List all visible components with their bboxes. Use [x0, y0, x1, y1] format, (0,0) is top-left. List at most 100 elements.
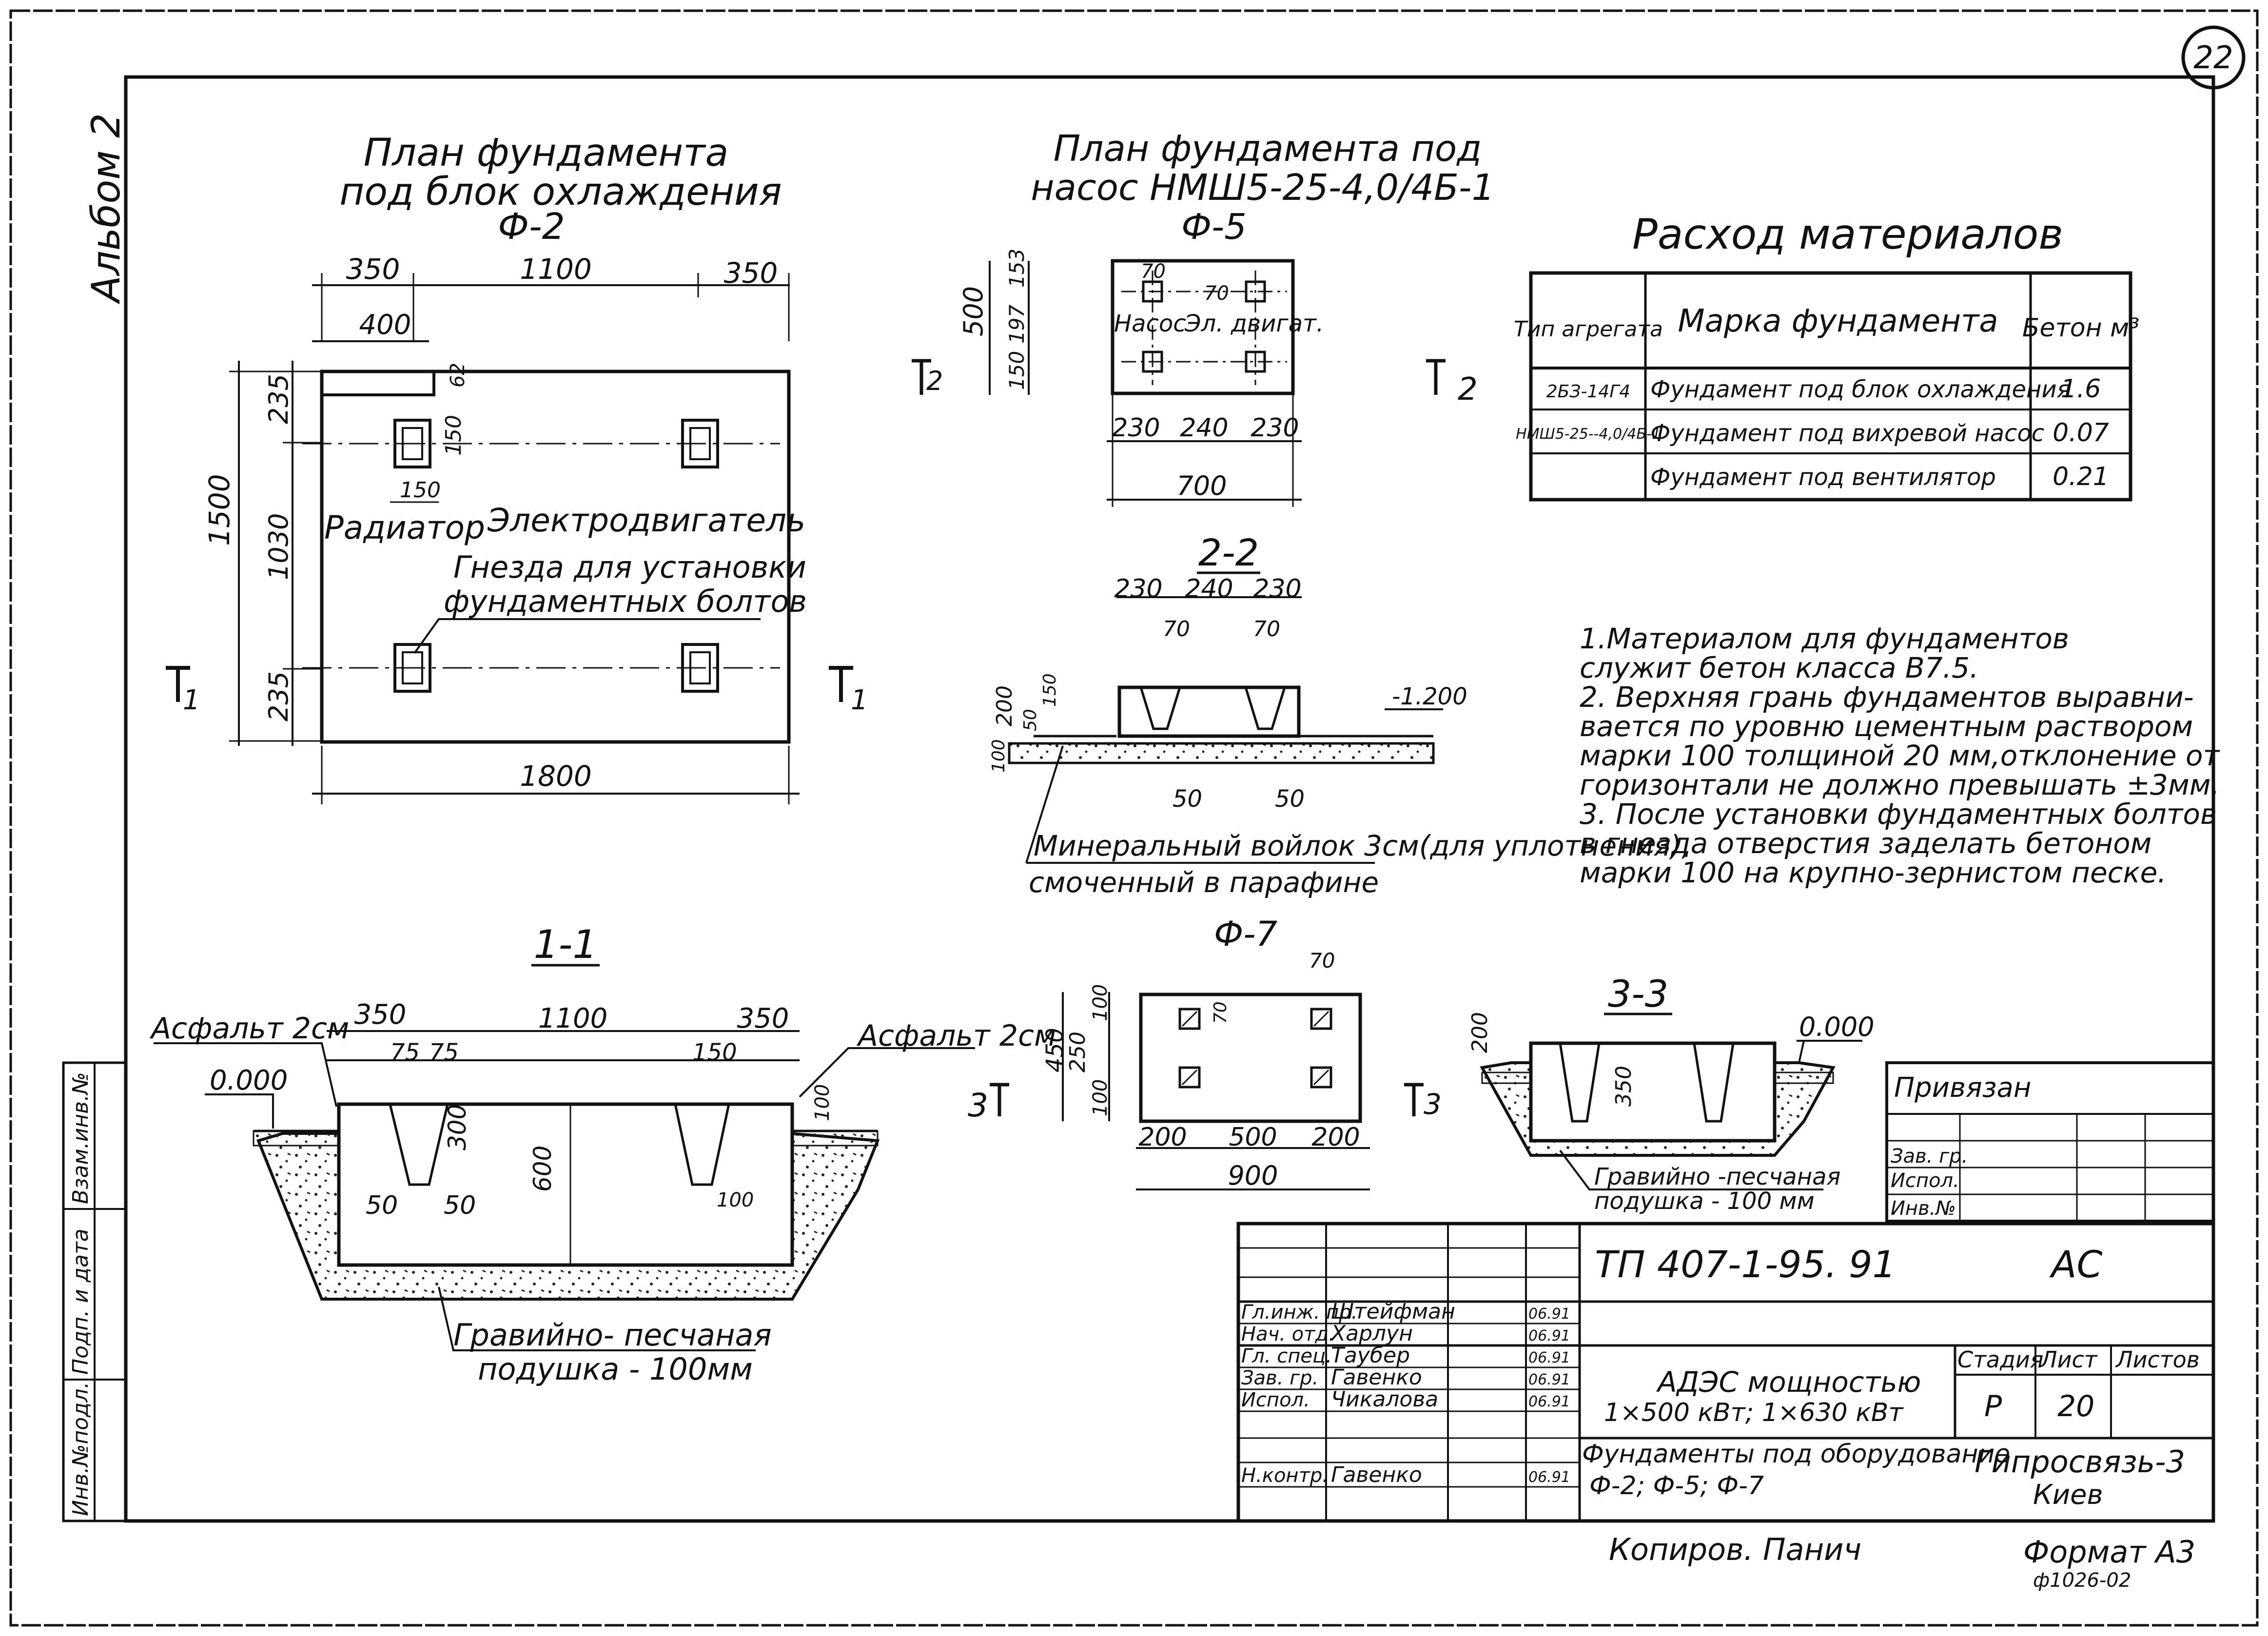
- svg-text:Гл. спец.: Гл. спец.: [1241, 1345, 1332, 1367]
- svg-text:в гнезда отверстия заделать бе: в гнезда отверстия заделать бетоном: [1580, 827, 2151, 860]
- svg-text:под блок охлаждения: под блок охлаждения: [339, 170, 782, 214]
- svg-text:100: 100: [989, 739, 1009, 773]
- svg-text:100: 100: [717, 1189, 754, 1211]
- svg-text:Листов: Листов: [2115, 1346, 2200, 1373]
- svg-text:500: 500: [958, 286, 989, 336]
- svg-text:100: 100: [811, 1084, 834, 1121]
- svg-text:Н.контр.: Н.контр.: [1241, 1464, 1329, 1487]
- svg-text:Ф-5: Ф-5: [1181, 206, 1247, 247]
- svg-text:2: 2: [926, 366, 943, 396]
- svg-text:1100: 1100: [538, 1003, 608, 1034]
- svg-text:Гавенко: Гавенко: [1331, 1365, 1422, 1390]
- notes: 1.Материалом для фундаментов служит бето…: [1580, 622, 2220, 889]
- svg-text:150: 150: [1040, 673, 1060, 707]
- frame: [124, 75, 2215, 1523]
- svg-text:План фундамента: План фундамента: [364, 131, 729, 175]
- svg-text:197: 197: [1005, 305, 1029, 344]
- svg-text:1×500 кВт; 1×630 кВт: 1×500 кВт; 1×630 кВт: [1604, 1398, 1904, 1427]
- svg-text:1030: 1030: [263, 513, 294, 580]
- svg-text:0.000: 0.000: [210, 1065, 288, 1096]
- svg-text:горизонтали не должно превышат: горизонтали не должно превышать ±3мм.: [1580, 768, 2220, 801]
- svg-text:3-3: 3-3: [1608, 972, 1668, 1015]
- svg-text:200: 200: [1138, 1123, 1187, 1152]
- svg-text:Гл.инж. пр.: Гл.инж. пр.: [1241, 1301, 1357, 1324]
- svg-text:235: 235: [263, 671, 294, 721]
- svg-text:Стадия: Стадия: [1957, 1346, 2043, 1373]
- svg-text:Подп. и дата: Подп. и дата: [68, 1228, 93, 1375]
- plan-f2: План фундамента под блок охлаждения Ф-2 …: [166, 131, 868, 804]
- svg-text:230: 230: [1253, 574, 1301, 604]
- svg-text:Фундамент под вихревой насос: Фундамент под вихревой насос: [1650, 420, 2044, 447]
- copied-by: Копиров. Панич: [1609, 1532, 1861, 1567]
- svg-text:Марка фундамента: Марка фундамента: [1678, 303, 1998, 339]
- svg-text:Гавенко: Гавенко: [1331, 1462, 1422, 1487]
- side-stamp: Инв.№подл. Подп. и дата Взам.инв.№: [62, 1061, 127, 1522]
- svg-text:70: 70: [1141, 260, 1166, 283]
- svg-text:400: 400: [359, 309, 411, 341]
- svg-text:70: 70: [1309, 949, 1335, 973]
- svg-text:100: 100: [1089, 984, 1112, 1021]
- svg-text:150: 150: [692, 1039, 737, 1066]
- svg-text:Испол.: Испол.: [1891, 1169, 1959, 1192]
- svg-text:900: 900: [1228, 1160, 1278, 1191]
- svg-text:50: 50: [444, 1191, 476, 1220]
- svg-text:ТП 407-1-95. 91: ТП 407-1-95. 91: [1595, 1243, 1896, 1286]
- svg-text:0.000: 0.000: [1799, 1012, 1875, 1042]
- svg-text:Р: Р: [1984, 1389, 2002, 1423]
- svg-text:Ф-2; Ф-5; Ф-7: Ф-2; Ф-5; Ф-7: [1589, 1471, 1764, 1500]
- svg-text:700: 700: [1176, 470, 1227, 501]
- svg-text:200: 200: [992, 685, 1017, 726]
- svg-text:Гипросвязь-3: Гипросвязь-3: [1975, 1444, 2185, 1480]
- svg-text:600: 600: [528, 1146, 557, 1192]
- album-label: Альбом 2: [83, 113, 129, 305]
- svg-text:50: 50: [1275, 785, 1305, 813]
- svg-text:НМШ5-25--4,0/4Б-1: НМШ5-25--4,0/4Б-1: [1516, 426, 1661, 443]
- svg-text:350: 350: [346, 253, 400, 286]
- svg-text:150: 150: [400, 478, 441, 503]
- svg-text:Фундамент под вентилятор: Фундамент под вентилятор: [1650, 464, 1996, 491]
- svg-text:50: 50: [1173, 785, 1202, 813]
- svg-text:2. Верхняя грань фундаментов в: 2. Верхняя грань фундаментов выравни-: [1580, 681, 2194, 714]
- svg-text:Нач. отд.: Нач. отд.: [1241, 1323, 1335, 1345]
- svg-text:1.6: 1.6: [2061, 374, 2101, 404]
- svg-text:75: 75: [390, 1039, 420, 1066]
- svg-text:Взам.инв.№: Взам.инв.№: [68, 1072, 93, 1204]
- svg-text:50: 50: [366, 1191, 398, 1220]
- svg-text:230: 230: [1112, 413, 1160, 443]
- svg-text:1100: 1100: [520, 253, 592, 286]
- svg-text:3. После установки фундаментны: 3. После установки фундаментных болтов: [1580, 798, 2217, 831]
- svg-text:06.91: 06.91: [1528, 1349, 1570, 1366]
- svg-text:22: 22: [2193, 40, 2233, 76]
- svg-text:0.07: 0.07: [2053, 418, 2109, 448]
- svg-text:230: 230: [1114, 574, 1162, 604]
- svg-text:70: 70: [1253, 617, 1280, 642]
- svg-text:1-1: 1-1: [534, 922, 598, 967]
- page-number-badge: 22: [2181, 25, 2246, 90]
- svg-text:марки 100 на крупно-зернистом: марки 100 на крупно-зернистом песке.: [1580, 856, 2167, 889]
- svg-text:Минеральный войлок 3см(для упл: Минеральный войлок 3см(для уплотнения),: [1034, 829, 1691, 862]
- svg-text:АДЭС мощностью: АДЭС мощностью: [1656, 1365, 1921, 1399]
- svg-text:Гнезда для установки: Гнезда для установки: [453, 549, 806, 585]
- svg-text:235: 235: [263, 374, 294, 424]
- svg-text:0.21: 0.21: [2053, 462, 2109, 491]
- svg-text:марки 100 толщиной 20 мм,откло: марки 100 толщиной 20 мм,отклонение от: [1580, 739, 2220, 772]
- svg-text:вается по уровню цементным рас: вается по уровню цементным раствором: [1580, 710, 2193, 743]
- svg-text:75: 75: [429, 1039, 459, 1066]
- svg-text:2: 2: [1458, 371, 1478, 408]
- svg-text:Харлун: Харлун: [1330, 1321, 1413, 1346]
- svg-text:Фундаменты под оборудование: Фундаменты под оборудование: [1582, 1440, 2010, 1469]
- svg-text:-1.200: -1.200: [1392, 683, 1467, 710]
- svg-text:250: 250: [1065, 1032, 1090, 1072]
- svg-text:20: 20: [2057, 1389, 2094, 1423]
- svg-text:АС: АС: [2049, 1243, 2102, 1286]
- svg-text:Таубер: Таубер: [1331, 1343, 1410, 1368]
- svg-text:Эл. двигат.: Эл. двигат.: [1184, 310, 1324, 337]
- svg-text:1: 1: [183, 684, 200, 716]
- svg-text:70: 70: [1211, 1001, 1231, 1024]
- svg-text:Испол.: Испол.: [1241, 1389, 1310, 1411]
- svg-text:1800: 1800: [520, 760, 592, 793]
- svg-text:350: 350: [737, 1003, 789, 1034]
- svg-text:Зав. гр.: Зав. гр.: [1891, 1145, 1968, 1168]
- svg-text:06.91: 06.91: [1528, 1327, 1570, 1344]
